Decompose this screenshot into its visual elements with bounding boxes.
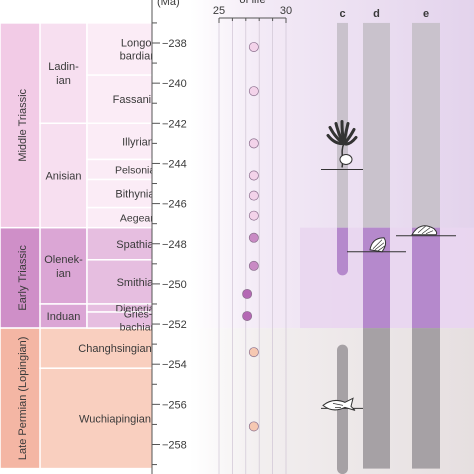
bivalve-icon (369, 237, 387, 253)
data-point (248, 170, 259, 181)
top-axis-label: of life (239, 0, 265, 6)
time-axis-unit: (Ma) (157, 0, 180, 8)
column-label: e (423, 8, 429, 20)
data-point (248, 190, 259, 201)
crinoid-icon (326, 119, 358, 168)
fish-icon (322, 397, 356, 411)
fish-detail (332, 402, 344, 408)
time-tick-label: −244 (162, 158, 187, 170)
range-bar-end (337, 264, 348, 276)
time-tick-label: −252 (162, 319, 187, 331)
data-point (248, 347, 259, 358)
time-tick-label: −256 (162, 399, 187, 411)
range-bar (337, 227, 348, 270)
stage-box (39, 303, 88, 329)
data-point (248, 138, 259, 149)
range-bar (412, 328, 440, 469)
crinoid-calyx (339, 153, 353, 165)
substage-label: Longo-bardian (120, 38, 157, 63)
data-point (242, 288, 253, 299)
substage-label: Gries-bachian (120, 309, 157, 334)
bivalve-ribs (372, 239, 386, 252)
time-tick-label: −246 (162, 199, 187, 211)
column-label: c (339, 8, 345, 20)
top-tick-label: 25 (213, 5, 225, 17)
data-point (248, 260, 259, 271)
column-label: d (373, 8, 380, 20)
substage-label: Fassanian (113, 94, 164, 106)
data-point (242, 311, 253, 321)
series-label: Middle Triassic (17, 88, 29, 161)
time-tick-label: −250 (162, 279, 187, 291)
range-bar (363, 328, 390, 469)
stage-label: Induan (47, 311, 81, 323)
time-tick-label: −258 (162, 440, 187, 452)
gastropod-ribs (417, 225, 434, 235)
range-bar (412, 22, 440, 228)
range-bar-end (337, 463, 348, 474)
time-tick-label: −242 (162, 118, 187, 130)
series-label: Late Permian (Lopingian) (17, 337, 29, 461)
data-point (248, 232, 259, 243)
data-point (248, 42, 259, 52)
substage-label: Illyrian (122, 136, 154, 148)
range-bar (337, 350, 348, 469)
stage-label: Anisian (45, 170, 81, 182)
stage-box (39, 226, 88, 305)
substage-label: Aegean (120, 213, 156, 225)
top-tick-label: 30 (280, 5, 292, 17)
data-point (248, 210, 259, 221)
time-tick-label: −254 (162, 359, 187, 371)
time-tick-label: −248 (162, 239, 187, 251)
stage-label: Ladin-ian (48, 61, 79, 87)
stage-label: Changhsingian (78, 343, 151, 355)
range-bar (412, 227, 440, 329)
substage-label: Smithian (117, 277, 160, 289)
gastropod-icon (411, 225, 438, 236)
range-columns: c d e (321, 8, 456, 474)
time-axis: (Ma) −238 −240 −242 −244 −246 −248 −250 −252 −254… (151, 0, 190, 474)
time-tick-label: −238 (162, 38, 187, 50)
range-bar (363, 22, 390, 228)
substage-label: Bithynian (115, 189, 160, 201)
substage-label: Pelsonian (115, 164, 161, 176)
crinoid-arm (342, 135, 358, 146)
time-axis-background (152, 0, 190, 474)
range-bar-end (337, 344, 348, 356)
stage-label: Olenek-ian (44, 254, 83, 280)
substage-label: Spathian (116, 239, 159, 251)
data-point (248, 421, 259, 432)
series-label: Early Triassic (17, 245, 29, 311)
data-point (248, 86, 259, 97)
stage-label: Wuchiapingian (79, 413, 151, 425)
scatter-panel: 25 30 of life (213, 0, 292, 474)
time-tick-label: −240 (162, 78, 187, 90)
